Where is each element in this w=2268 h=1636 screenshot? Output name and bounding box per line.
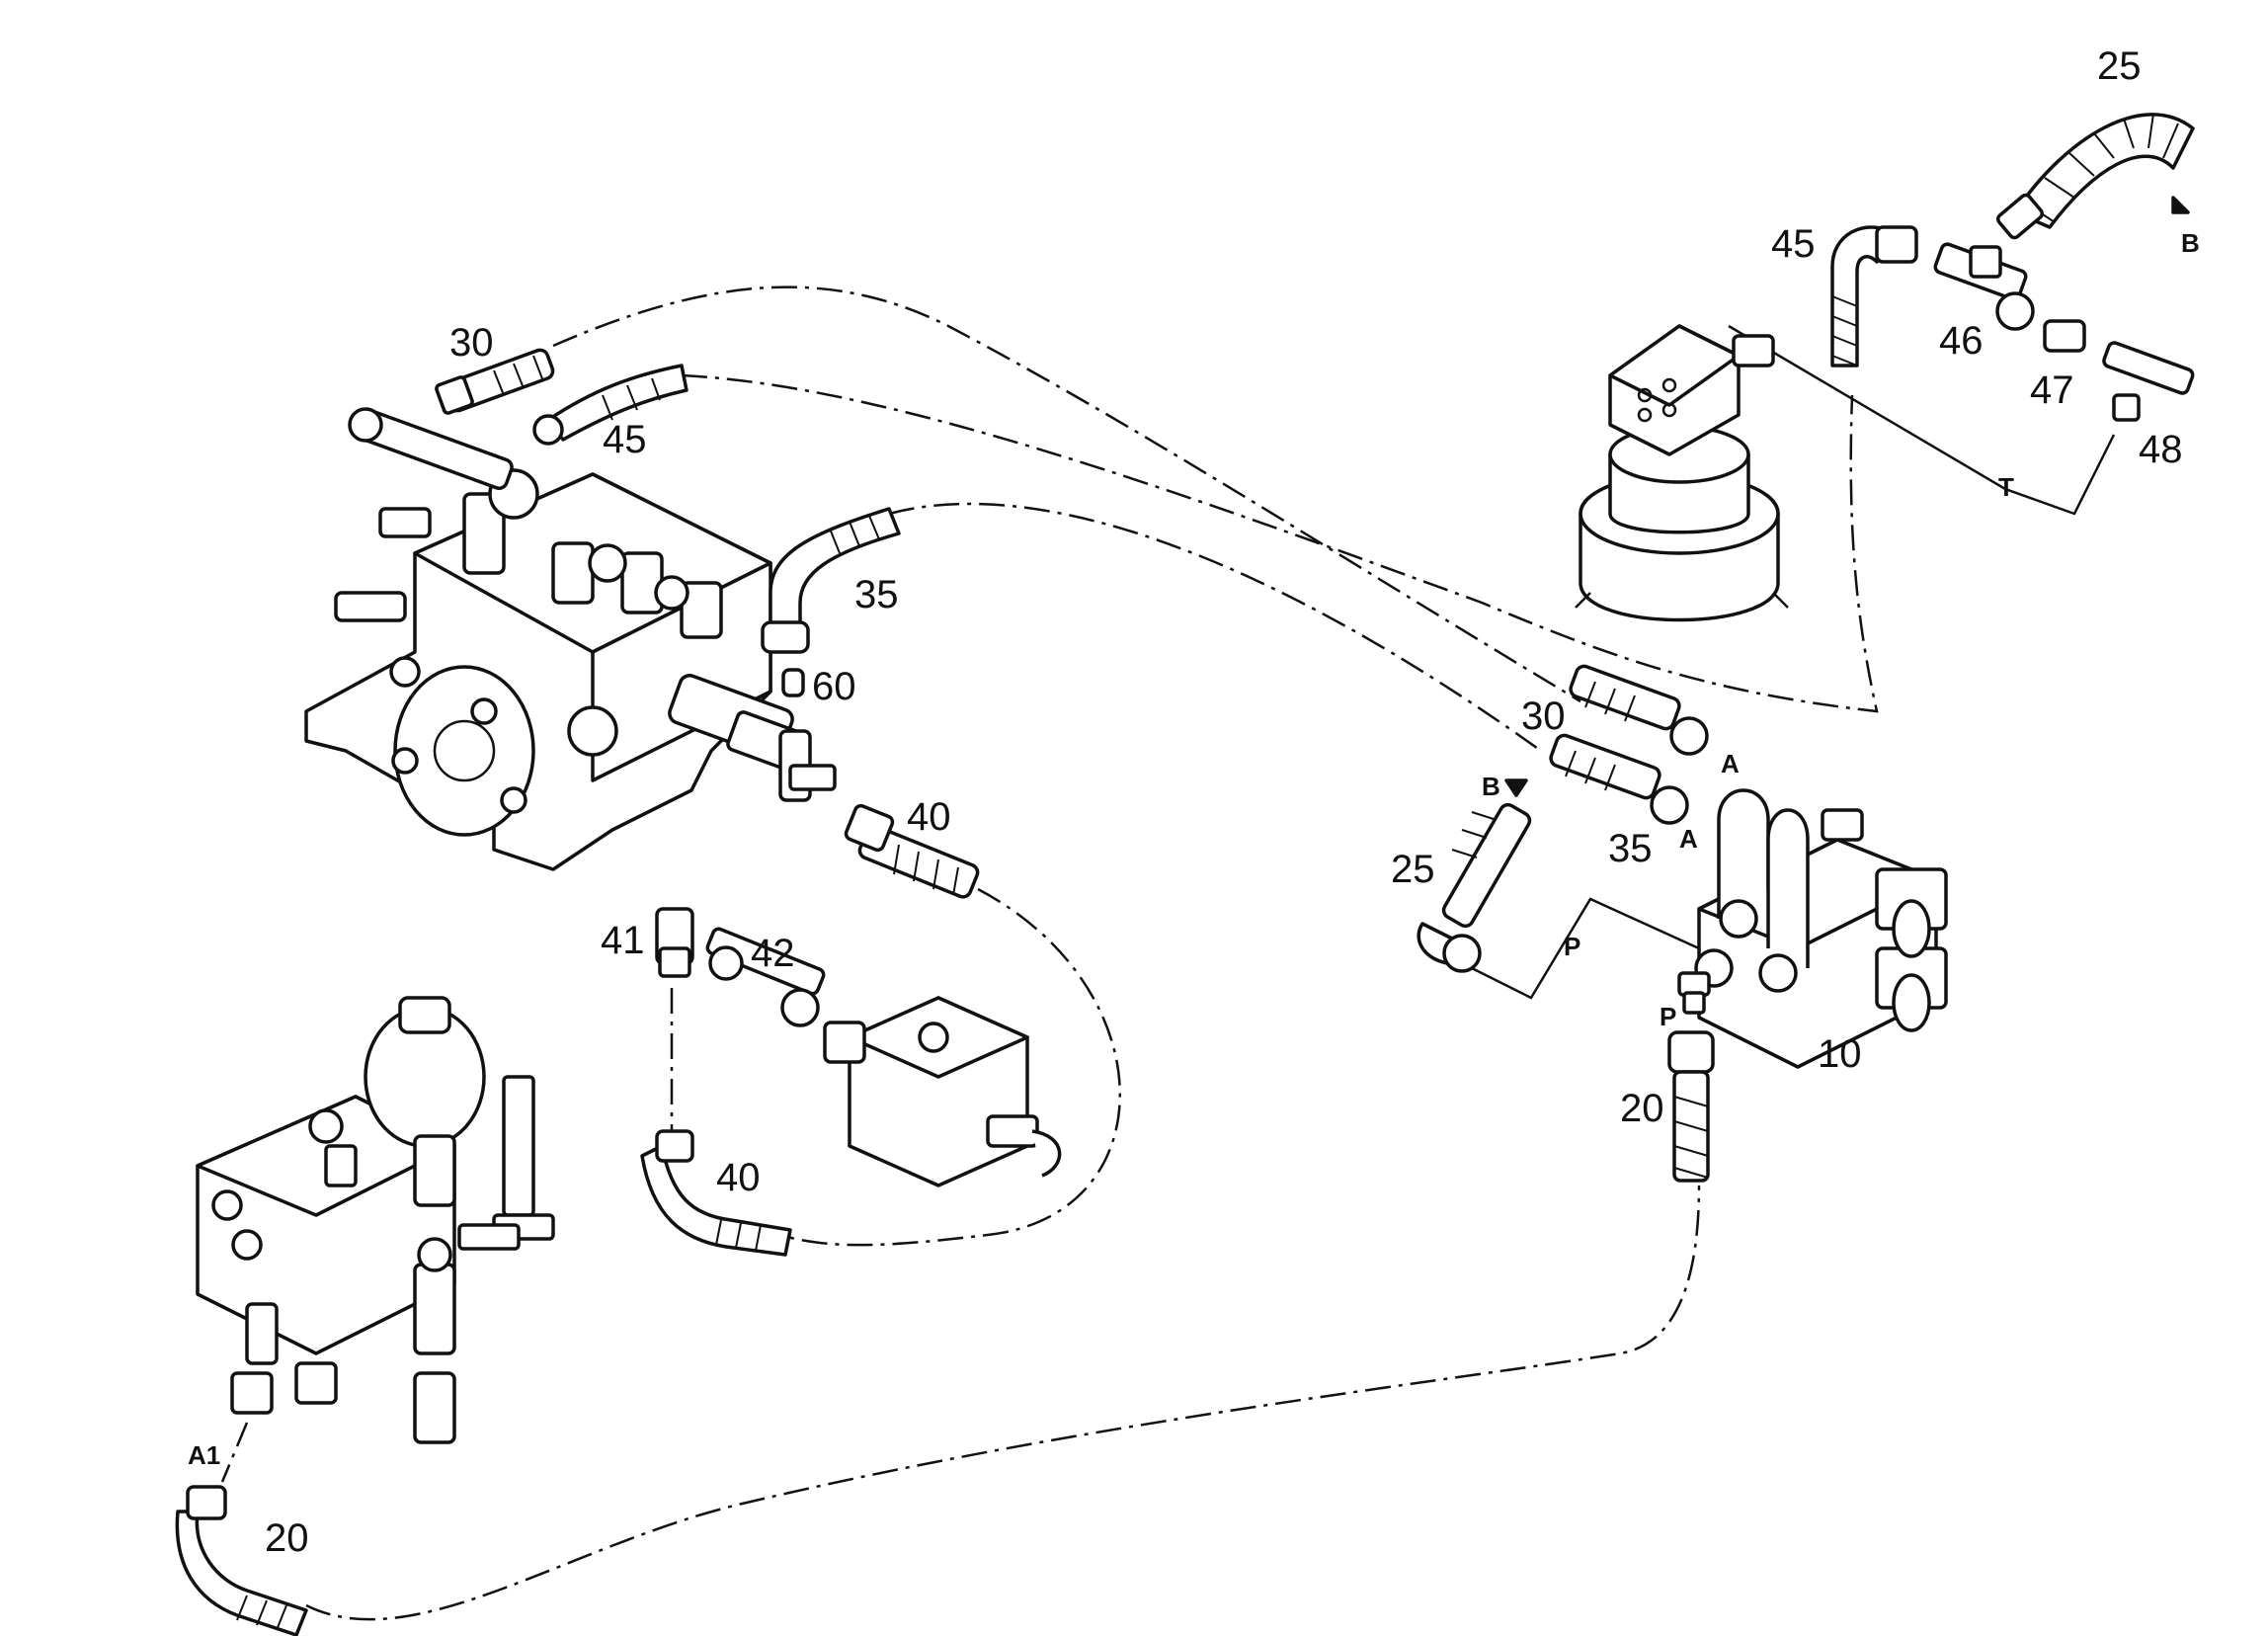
hose-40-lower [640, 1129, 792, 1257]
callout-41: 41 [601, 919, 645, 962]
callout-46: 46 [1939, 319, 1984, 363]
port-p-valve: P [1660, 1002, 1676, 1031]
tube-45-top [1830, 225, 1918, 368]
tee-46 [1933, 242, 2035, 331]
port-b-top: B [2181, 228, 2200, 258]
plug-47 [2043, 319, 2086, 353]
accumulator-unit [196, 996, 555, 1444]
callout-45-top: 45 [1771, 222, 1816, 266]
solenoid-valve-block [1677, 788, 1948, 1069]
leader-t [1728, 324, 2116, 516]
callout-30-right: 30 [1521, 695, 1566, 738]
solenoid-valve-middle [823, 996, 1062, 1187]
leader-30 [552, 286, 1581, 703]
plug-60 [781, 668, 805, 697]
hose-35-left [761, 507, 901, 654]
leader-20 [305, 1185, 1701, 1621]
callout-47: 47 [2030, 368, 2074, 412]
callout-45-left: 45 [603, 418, 647, 461]
callout-30-left: 30 [449, 321, 494, 365]
hose-40-upper [844, 803, 980, 899]
callout-60: 60 [812, 665, 856, 708]
callout-35-right: 35 [1608, 827, 1653, 870]
callout-35-left: 35 [854, 573, 899, 616]
callout-25-right: 25 [1391, 848, 1435, 891]
port-t: T [1998, 472, 2014, 502]
leader-40 [779, 887, 1121, 1247]
leader-35 [888, 502, 1542, 753]
callout-20-lower: 20 [265, 1516, 309, 1560]
leader-a1 [220, 1422, 249, 1483]
hose-30-left [435, 348, 555, 415]
hose-20-right [1667, 1030, 1715, 1183]
hose-25-top [1995, 113, 2195, 240]
adapter-42 [705, 927, 826, 1027]
leader-p [1461, 897, 1700, 1000]
hose-35-right [1549, 733, 1689, 825]
callout-20-right: 20 [1620, 1087, 1664, 1130]
callout-40-upper: 40 [907, 795, 951, 839]
callout-25-top: 25 [2097, 44, 2142, 88]
fitting-48 [2102, 341, 2195, 422]
port-a-lower: A [1679, 824, 1698, 854]
port-a1: A1 [188, 1440, 220, 1470]
port-a-upper: A [1721, 749, 1740, 778]
hose-20-lower [175, 1485, 308, 1636]
leader-45 [681, 373, 1879, 713]
callout-40-lower: 40 [716, 1156, 761, 1199]
callout-42: 42 [751, 932, 795, 975]
port-b-right: B [1482, 772, 1500, 801]
elbow-41 [655, 907, 694, 978]
callout-labels: 25 45 46 47 48 30 45 35 60 40 41 42 40 2… [265, 44, 2183, 1560]
port-p-line: P [1564, 932, 1580, 961]
port-labels: B B T A A P P A1 [188, 228, 2200, 1470]
callout-48: 48 [2139, 428, 2183, 471]
leader-lines [220, 286, 2116, 1621]
hose-25-right [1417, 778, 1532, 973]
main-control-valve [304, 407, 837, 871]
hose-30-right [1569, 664, 1709, 756]
swing-motor [1575, 324, 1789, 622]
callout-10: 10 [1818, 1032, 1862, 1076]
hose-45-left [532, 364, 688, 446]
